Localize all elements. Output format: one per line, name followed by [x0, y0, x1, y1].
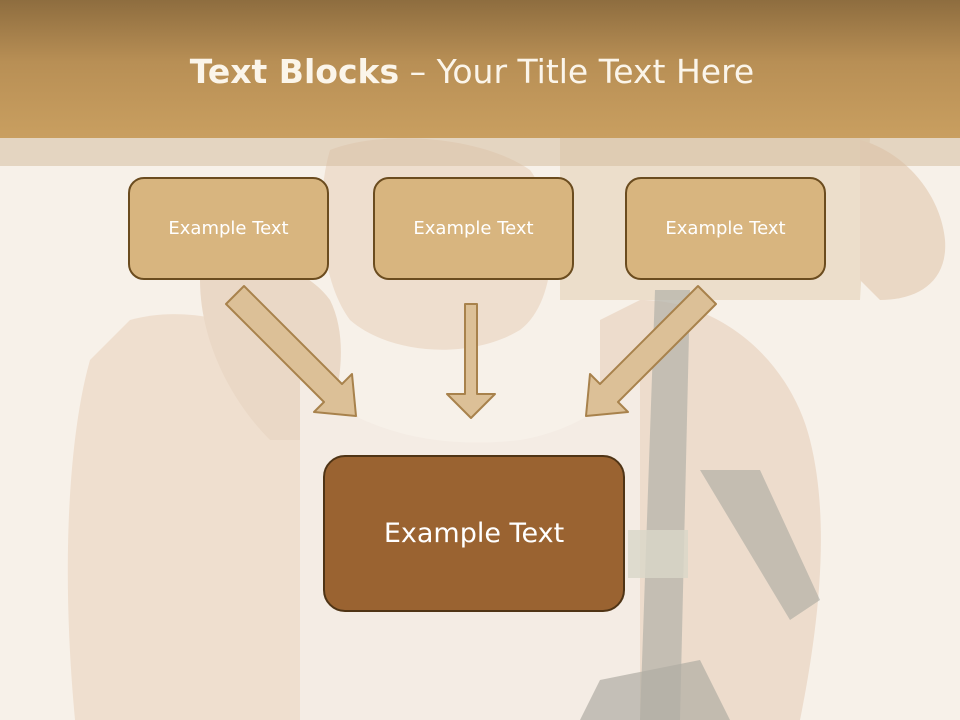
title-bar-band: [0, 138, 960, 166]
arrow-left: [225, 285, 357, 417]
title-bar: [0, 0, 960, 138]
top-box-center: Example Text: [373, 177, 574, 280]
title-bold: Text Blocks: [189, 52, 400, 91]
main-box: Example Text: [323, 455, 625, 612]
arrow-right: [585, 285, 717, 417]
arrow-center: [446, 303, 496, 419]
title-dash: –: [399, 52, 437, 91]
top-box-right: Example Text: [625, 177, 826, 280]
top-box-left: Example Text: [128, 177, 329, 280]
title-rest: Your Title Text Here: [436, 52, 755, 91]
slide-title: Text Blocks – Your Title Text Here: [0, 52, 944, 91]
